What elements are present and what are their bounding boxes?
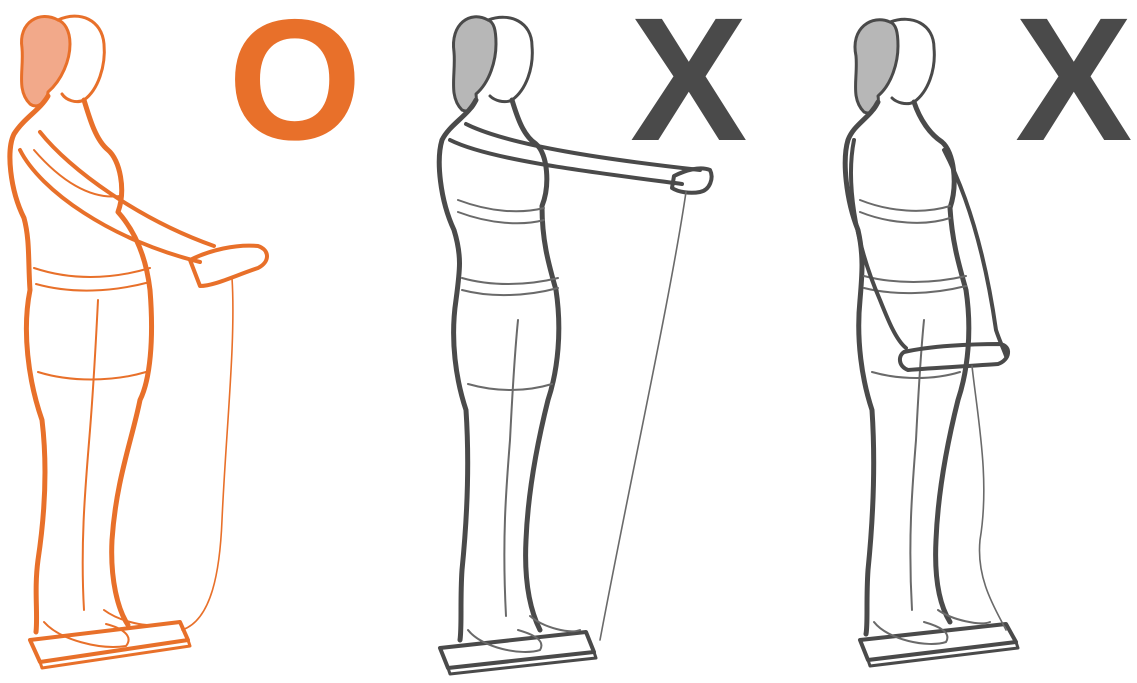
hands-handle xyxy=(900,344,1008,370)
scale-platform xyxy=(440,632,594,668)
cable xyxy=(182,278,233,630)
arm-upper xyxy=(450,124,700,184)
scale-platform xyxy=(30,622,188,662)
cable xyxy=(972,366,1006,630)
shorts-hem xyxy=(872,372,960,378)
hair xyxy=(22,16,71,105)
shorts-hem xyxy=(468,384,552,390)
back-outline xyxy=(439,100,476,640)
crop-top xyxy=(860,200,950,223)
panel-wrong-posture-arms-forward: X xyxy=(410,0,770,683)
waistband xyxy=(864,276,966,293)
woman-figure-arms-down xyxy=(820,0,1137,683)
back-outline xyxy=(10,96,48,632)
woman-figure-correct xyxy=(0,0,380,683)
inner-leg xyxy=(504,320,518,616)
panel-wrong-posture-arms-down: X xyxy=(820,0,1137,683)
inner-leg xyxy=(910,320,924,610)
woman-figure-arms-forward xyxy=(410,0,770,683)
front-outline xyxy=(914,102,969,622)
crop-top xyxy=(458,200,544,223)
front-outline xyxy=(512,100,559,630)
panel-correct-posture: O xyxy=(0,0,380,683)
hands-handle xyxy=(672,168,712,192)
cable xyxy=(600,192,686,640)
inner-leg xyxy=(83,300,98,610)
arm-upper xyxy=(20,132,214,262)
hands-handle xyxy=(190,246,267,286)
shorts-hem xyxy=(38,372,146,380)
waistband xyxy=(462,278,558,295)
waistband xyxy=(34,268,150,291)
